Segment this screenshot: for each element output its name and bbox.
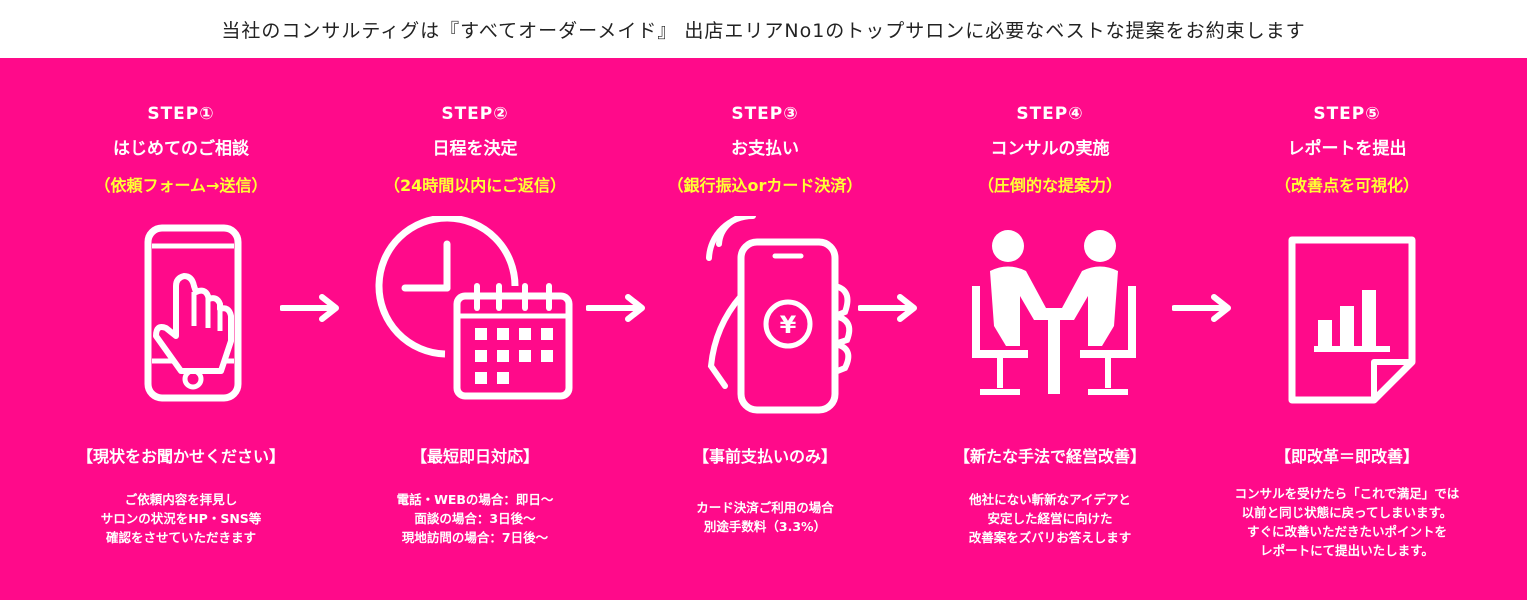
step-number: STEP② bbox=[441, 104, 509, 124]
desc-line: 現地訪問の場合：7日後〜 bbox=[401, 530, 549, 545]
step-number: STEP① bbox=[147, 104, 215, 124]
step-subtitle: （24時間以内にご返信） bbox=[384, 176, 566, 195]
header-banner: 当社のコンサルティグは『すべてオーダーメイド』 出店エリアNo1のトップサロンに… bbox=[0, 0, 1527, 58]
desc-line: 確認をさせていただきます bbox=[105, 530, 256, 545]
step-heading: 【事前支払いのみ】 bbox=[692, 447, 837, 466]
step-number: STEP③ bbox=[731, 104, 799, 124]
desc-line: 電話・WEBの場合：即日〜 bbox=[396, 492, 554, 507]
desc-line: すぐに改善いただきたいポイントを bbox=[1246, 524, 1447, 539]
desc-line: 改善案をズバリお答えします bbox=[968, 530, 1132, 545]
header-text: 当社のコンサルティグは『すべてオーダーメイド』 出店エリアNo1のトップサロンに… bbox=[221, 19, 1306, 42]
step-subtitle: （銀行振込orカード決済） bbox=[667, 176, 863, 195]
phone-payment-icon: ¥ bbox=[640, 216, 890, 416]
arrow-right-icon bbox=[586, 294, 645, 322]
step-title: お支払い bbox=[731, 139, 799, 159]
step-description: カード決済ご利用の場合 別途手数料（3.3%） bbox=[640, 498, 890, 536]
desc-line: コンサルを受けたら「これで満足」では bbox=[1234, 486, 1460, 501]
step-title: はじめてのご相談 bbox=[113, 139, 249, 159]
arrow-right-icon bbox=[280, 294, 339, 322]
desc-line: 他社にない斬新なアイデアと bbox=[969, 492, 1131, 507]
step-heading: 【最短即日対応】 bbox=[410, 447, 539, 466]
step-title: レポートを提出 bbox=[1287, 139, 1407, 159]
step-number: STEP④ bbox=[1016, 104, 1084, 124]
arrow-right-icon bbox=[858, 294, 917, 322]
step-heading: 【新たな手法で経営改善】 bbox=[953, 447, 1146, 466]
desc-line: 以前と同じ状態に戻ってしまいます。 bbox=[1241, 505, 1453, 520]
step-description: 他社にない斬新なアイデアと 安定した経営に向けた 改善案をズバリお答えします bbox=[925, 490, 1175, 547]
desc-line: ご依頼内容を拝見し bbox=[124, 492, 238, 507]
step-number: STEP⑤ bbox=[1313, 104, 1381, 124]
step-description: コンサルを受けたら「これで満足」では 以前と同じ状態に戻ってしまいます。 すぐに… bbox=[1222, 484, 1472, 560]
svg-text:¥: ¥ bbox=[780, 311, 797, 339]
meeting-icon bbox=[925, 216, 1175, 416]
step-title: コンサルの実施 bbox=[990, 139, 1110, 159]
desc-line: サロンの状況をHP・SNS等 bbox=[100, 511, 262, 526]
step-heading: 【現状をお聞かせください】 bbox=[76, 447, 285, 466]
report-chart-icon bbox=[1222, 216, 1472, 416]
clock-calendar-icon bbox=[350, 216, 600, 416]
step-subtitle: （改善点を可視化） bbox=[1274, 176, 1419, 195]
step-title: 日程を決定 bbox=[432, 139, 518, 159]
step-subtitle: （圧倒的な提案力） bbox=[977, 176, 1122, 195]
step-description: ご依頼内容を拝見し サロンの状況をHP・SNS等 確認をさせていただきます bbox=[56, 490, 306, 547]
step-heading: 【即改革＝即改善】 bbox=[1274, 447, 1419, 466]
desc-line: カード決済ご利用の場合 bbox=[696, 500, 834, 515]
step-subtitle: （依頼フォーム→送信） bbox=[94, 176, 268, 195]
desc-line: 面談の場合：3日後〜 bbox=[414, 511, 536, 526]
arrow-right-icon bbox=[1172, 294, 1231, 322]
steps-panel: STEP① はじめてのご相談 （依頼フォーム→送信） 【現状をお聞かせください】… bbox=[0, 58, 1527, 600]
desc-line: レポートにて提出いたします。 bbox=[1260, 543, 1434, 558]
smartphone-tap-icon bbox=[56, 216, 306, 416]
desc-line: 別途手数料（3.3%） bbox=[703, 519, 827, 534]
step-description: 電話・WEBの場合：即日〜 面談の場合：3日後〜 現地訪問の場合：7日後〜 bbox=[350, 490, 600, 547]
desc-line: 安定した経営に向けた bbox=[987, 511, 1113, 526]
